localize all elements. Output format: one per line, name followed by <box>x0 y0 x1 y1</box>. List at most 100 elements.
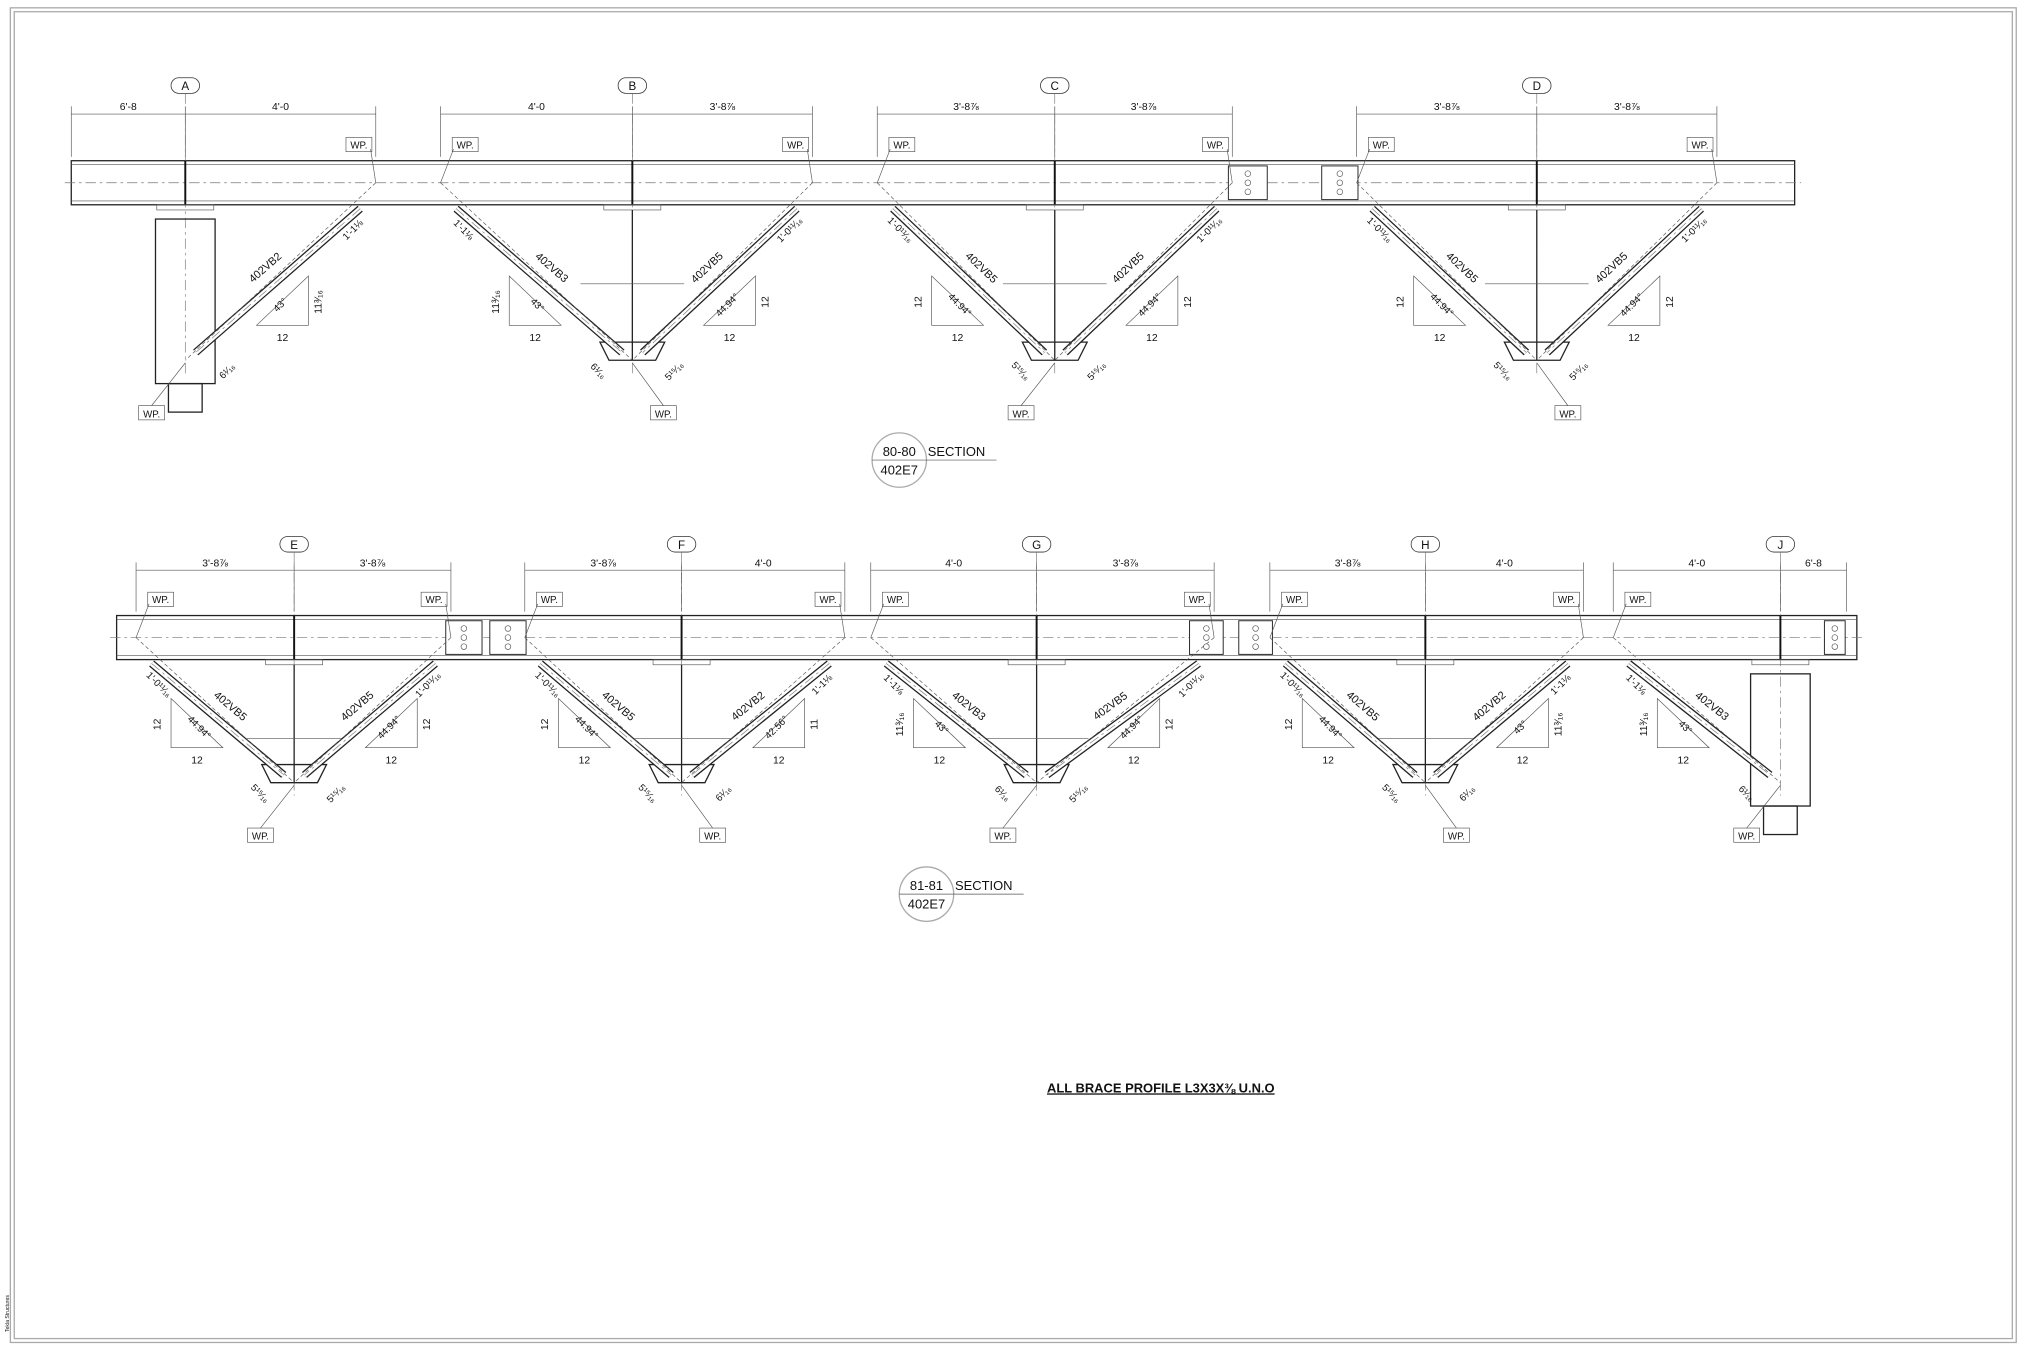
section-number: 80-80 <box>883 444 916 459</box>
brace-centerline <box>151 663 284 776</box>
grid-label: B <box>628 80 636 93</box>
work-point-label: WP. <box>994 832 1011 843</box>
grid-label: A <box>181 80 189 93</box>
bottom-offset-dimension: 5¹⁵⁄₁₆ <box>1379 782 1402 805</box>
wp-leader <box>1226 149 1233 183</box>
gusset-plate <box>1021 341 1089 361</box>
brace-profile-note: ALL BRACE PROFILE L3X3X⅜ U.N.O <box>1047 1080 1275 1095</box>
brace-centerline <box>892 208 1045 353</box>
slope-triangle <box>1495 697 1549 749</box>
slope-rise: 11³⁄₁₆ <box>491 290 502 314</box>
brace-angle-label: 44.94° <box>376 714 404 742</box>
brace-workline <box>440 182 633 361</box>
grid-label: J <box>1777 539 1783 552</box>
bottom-offset-dimension: 5¹⁵⁄₁₆ <box>325 782 348 805</box>
bolt-hole-icon <box>1244 188 1252 195</box>
brace-centerline <box>886 663 1027 776</box>
wp-tag <box>888 137 916 152</box>
brace-angle-label: 44.94° <box>572 714 600 742</box>
base-plate <box>1762 805 1798 836</box>
brace-workline <box>681 637 846 783</box>
wp-leader <box>1002 785 1037 829</box>
slope-rise: 11³⁄₁₆ <box>1553 713 1564 737</box>
work-point-label: WP. <box>893 140 910 151</box>
bottom-offset-dimension: 5¹⁵⁄₁₆ <box>636 782 659 805</box>
dimension-text: 3'-8⅞ <box>1614 102 1640 113</box>
slope-rise: 11³⁄₁₆ <box>895 713 906 737</box>
gusset-plate <box>1503 341 1571 361</box>
gusset-plate <box>260 763 328 784</box>
dimension-text: 4'-0 <box>272 102 289 113</box>
wp-tag <box>1624 591 1652 607</box>
bolt-hole-icon <box>1252 643 1259 650</box>
slope-rise: 11³⁄₁₆ <box>313 290 324 314</box>
work-point-label: WP. <box>1373 140 1390 151</box>
splice-plate <box>1227 165 1268 201</box>
wp-leader <box>524 603 539 638</box>
dimension-text: 3'-8⅞ <box>1113 558 1139 569</box>
section-sheet-ref: 402E7 <box>881 462 918 477</box>
grid-label: E <box>290 539 298 552</box>
slope-triangle <box>1656 697 1710 749</box>
section-number: 81-81 <box>910 878 943 893</box>
splice-plate <box>1823 620 1846 655</box>
brace-workline <box>293 637 452 783</box>
brace-workline <box>1613 637 1781 783</box>
brace-workline <box>1425 637 1584 783</box>
bottom-offset-dimension: 5¹⁵⁄₁₆ <box>1067 782 1090 805</box>
wp-leader <box>151 362 186 406</box>
bolt-hole-icon <box>1336 170 1344 177</box>
grid-label: G <box>1032 539 1041 552</box>
slope-triangle <box>702 275 756 326</box>
slope-run: 12 <box>277 333 289 344</box>
bolt-hole-icon <box>504 625 512 632</box>
brace-angle-label: 44.94° <box>185 714 213 742</box>
work-point-label: WP. <box>1286 595 1303 606</box>
bottom-offset-dimension: 5¹⁵⁄₁₆ <box>248 782 271 805</box>
work-point-label: WP. <box>1013 409 1030 420</box>
work-point-label: WP. <box>1559 409 1576 420</box>
slope-rise: 12 <box>1183 296 1194 308</box>
work-point-label: WP. <box>457 140 474 151</box>
dimension-text: 6'-8 <box>1805 558 1822 569</box>
dimension-text: 4'-0 <box>755 558 772 569</box>
dimension-text: 3'-8⅞ <box>590 558 616 569</box>
bolt-hole-icon <box>1831 634 1838 641</box>
dimension-text: 4'-0 <box>528 102 545 113</box>
cap-plate <box>156 204 215 211</box>
slope-run: 12 <box>1434 333 1446 344</box>
brace-centerline <box>540 663 672 776</box>
bolt-hole-icon <box>1244 170 1252 177</box>
dimension-text: 3'-8⅞ <box>202 558 228 569</box>
slope-triangle <box>508 275 562 326</box>
wp-leader <box>1356 148 1370 183</box>
brace-angle-label: 44.94° <box>1428 292 1456 320</box>
slope-run: 12 <box>724 333 736 344</box>
brace-workline <box>524 637 682 783</box>
bolt-hole-icon <box>1336 188 1344 195</box>
slope-triangle <box>255 275 309 326</box>
slope-rise: 11³⁄₁₆ <box>1639 713 1650 737</box>
wp-tag <box>345 137 373 152</box>
wp-leader <box>876 148 891 183</box>
wp-leader <box>1269 603 1284 638</box>
brace-centerline <box>195 208 361 353</box>
wp-tag <box>451 137 479 152</box>
bolt-hole-icon <box>1831 625 1838 632</box>
wp-leader <box>1425 785 1457 829</box>
slope-run: 12 <box>934 755 946 766</box>
slope-run: 12 <box>386 755 398 766</box>
brace-angle-label: 44.94° <box>714 291 742 319</box>
dimension-text: 4'-0 <box>1496 558 1513 569</box>
bottom-offset-dimension: 5¹⁵⁄₁₆ <box>663 360 686 383</box>
brace-angle-label: 44.94° <box>1618 291 1646 319</box>
bottom-offset-dimension: 5¹⁵⁄₁₆ <box>1568 360 1591 383</box>
wp-leader <box>681 785 713 829</box>
work-point-label: WP. <box>252 832 269 843</box>
brace-centerline <box>455 208 623 353</box>
brace-workline <box>870 637 1037 783</box>
wp-leader <box>1612 603 1627 638</box>
wp-leader <box>1208 603 1215 638</box>
slope-triangle <box>1607 275 1661 326</box>
